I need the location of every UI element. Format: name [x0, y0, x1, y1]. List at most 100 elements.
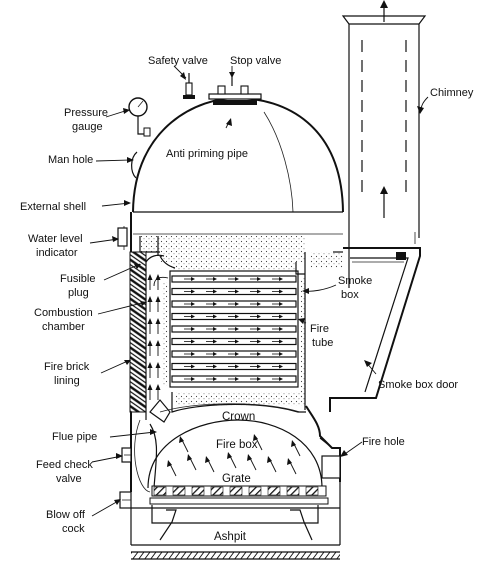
tube-flow-arrow-icon: [213, 314, 217, 319]
grate-bar: [229, 486, 243, 496]
firebox-flow-arrow-icon: [287, 458, 292, 465]
label-fire-brick-1: Fire brick: [44, 361, 90, 373]
tube-flow-arrow-icon: [191, 352, 195, 356]
combustion-chamber: [129, 251, 165, 420]
water-space: [139, 236, 343, 410]
chamber-flow-arrow-icon: [155, 384, 161, 390]
tube-flow-arrow-icon: [191, 364, 195, 369]
chamber-flow-arrow-icon: [155, 340, 161, 346]
label-anti-priming-pipe: Anti priming pipe: [166, 148, 248, 160]
chamber-flow-arrow-icon: [147, 296, 153, 302]
label-water-level-1: Water level: [28, 233, 83, 245]
label-combustion-2: chamber: [42, 321, 85, 333]
tube-flow-arrow-icon: [191, 339, 195, 344]
grate-bar: [267, 486, 281, 496]
tube-flow-arrow-icon: [279, 314, 283, 319]
tube-flow-arrow-icon: [279, 277, 283, 281]
blow-off-cock-icon: [119, 491, 132, 509]
tube-flow-arrow-icon: [213, 364, 217, 369]
stop-valve: [208, 72, 262, 105]
grate-bar: [153, 486, 167, 496]
grate-bar: [210, 486, 224, 496]
label-safety-valve: Safety valve: [148, 55, 208, 67]
tube-flow-arrow-icon: [191, 327, 195, 331]
tube-flow-arrow-icon: [279, 377, 283, 381]
chamber-flow-arrow-icon: [155, 296, 161, 302]
label-fire-tube-2: tube: [312, 337, 333, 349]
label-fire-tube-1: Fire: [310, 323, 329, 335]
label-chimney: Chimney: [430, 87, 474, 99]
tube-flow-arrow-icon: [257, 327, 261, 331]
label-feed-check-1: Feed check: [36, 459, 93, 471]
label-fusible-plug-2: plug: [68, 287, 89, 299]
ashpit: [130, 482, 341, 560]
firebox-flow-arrow-icon: [187, 454, 192, 461]
tube-flow-arrow-icon: [213, 377, 217, 381]
label-pressure-gauge-2: gauge: [72, 121, 103, 133]
flue-pipe: [149, 399, 171, 423]
label-fire-box: Fire box: [216, 439, 258, 451]
tube-flow-arrow-icon: [213, 352, 217, 356]
grate-bar: [305, 486, 319, 496]
tube-flow-arrow-icon: [235, 377, 239, 381]
chimney-flow-arrow-icon: [380, 186, 388, 194]
grate-bar: [286, 486, 300, 496]
tube-flow-arrow-icon: [235, 314, 239, 319]
leader-arrowheads: [112, 72, 424, 505]
tube-flow-arrow-icon: [235, 327, 239, 331]
grate-bar: [248, 486, 262, 496]
chamber-flow-arrow-icon: [155, 318, 161, 324]
water-level-indicator-icon: [117, 227, 128, 247]
firebox-flow-line: [229, 455, 237, 469]
crown: [159, 392, 306, 413]
firebox-flow-line: [249, 457, 257, 471]
grate: [149, 485, 329, 505]
tube-flow-arrow-icon: [279, 327, 283, 331]
tube-flow-arrow-icon: [191, 302, 195, 306]
firebox-flow-line: [269, 459, 277, 473]
tube-flow-arrow-icon: [235, 289, 239, 294]
chamber-flow-arrow-icon: [147, 340, 153, 346]
tube-flow-arrow-icon: [213, 289, 217, 294]
chamber-flow-arrow-icon: [147, 274, 153, 280]
label-man-hole: Man hole: [48, 154, 93, 166]
label-blow-off-1: Blow off: [46, 509, 86, 521]
tube-flow-arrow-icon: [279, 352, 283, 356]
tube-flow-arrow-icon: [213, 339, 217, 344]
fire-tubes: [162, 270, 299, 388]
label-smoke-box-door: Smoke box door: [378, 379, 458, 391]
chimney: [341, 0, 427, 288]
tube-flow-arrow-icon: [257, 339, 261, 344]
tube-flow-arrow-icon: [235, 364, 239, 369]
label-water-level-2: indicator: [36, 247, 78, 259]
firebox-flow-line: [289, 461, 297, 475]
label-grate: Grate: [222, 473, 251, 485]
label-feed-check-2: valve: [56, 473, 82, 485]
label-ashpit: Ashpit: [214, 531, 247, 543]
firebox-flow-line: [207, 459, 215, 473]
label-blow-off-2: cock: [62, 523, 85, 535]
tube-flow-arrow-icon: [213, 302, 217, 306]
smoke-box: [329, 247, 421, 412]
label-stop-valve: Stop valve: [230, 55, 281, 67]
lower-shell: [130, 405, 341, 492]
chamber-flow-arrow-icon: [155, 362, 161, 368]
firebox-flow-line: [169, 463, 177, 477]
tube-flow-arrow-icon: [191, 377, 195, 381]
chamber-flow-arrow-icon: [147, 318, 153, 324]
tube-flow-arrow-icon: [279, 339, 283, 344]
firebox-flow-arrow-icon: [179, 436, 184, 443]
firebox-flow-arrow-icon: [205, 456, 210, 463]
label-fire-hole: Fire hole: [362, 436, 405, 448]
firebox-flow-arrow-icon: [253, 434, 258, 441]
tube-flow-arrow-icon: [191, 277, 195, 281]
chamber-flow-arrow-icon: [147, 384, 153, 390]
label-smoke-box-1: Smoke: [338, 275, 372, 287]
pressure-gauge-icon: [128, 97, 151, 137]
firebox-flow-arrow-icon: [267, 456, 272, 463]
labels: Safety valve Stop valve Chimney Pressure…: [20, 55, 474, 543]
tube-flow-arrow-icon: [257, 377, 261, 381]
tube-flow-arrow-icon: [213, 277, 217, 281]
tube-flow-arrow-icon: [235, 352, 239, 356]
